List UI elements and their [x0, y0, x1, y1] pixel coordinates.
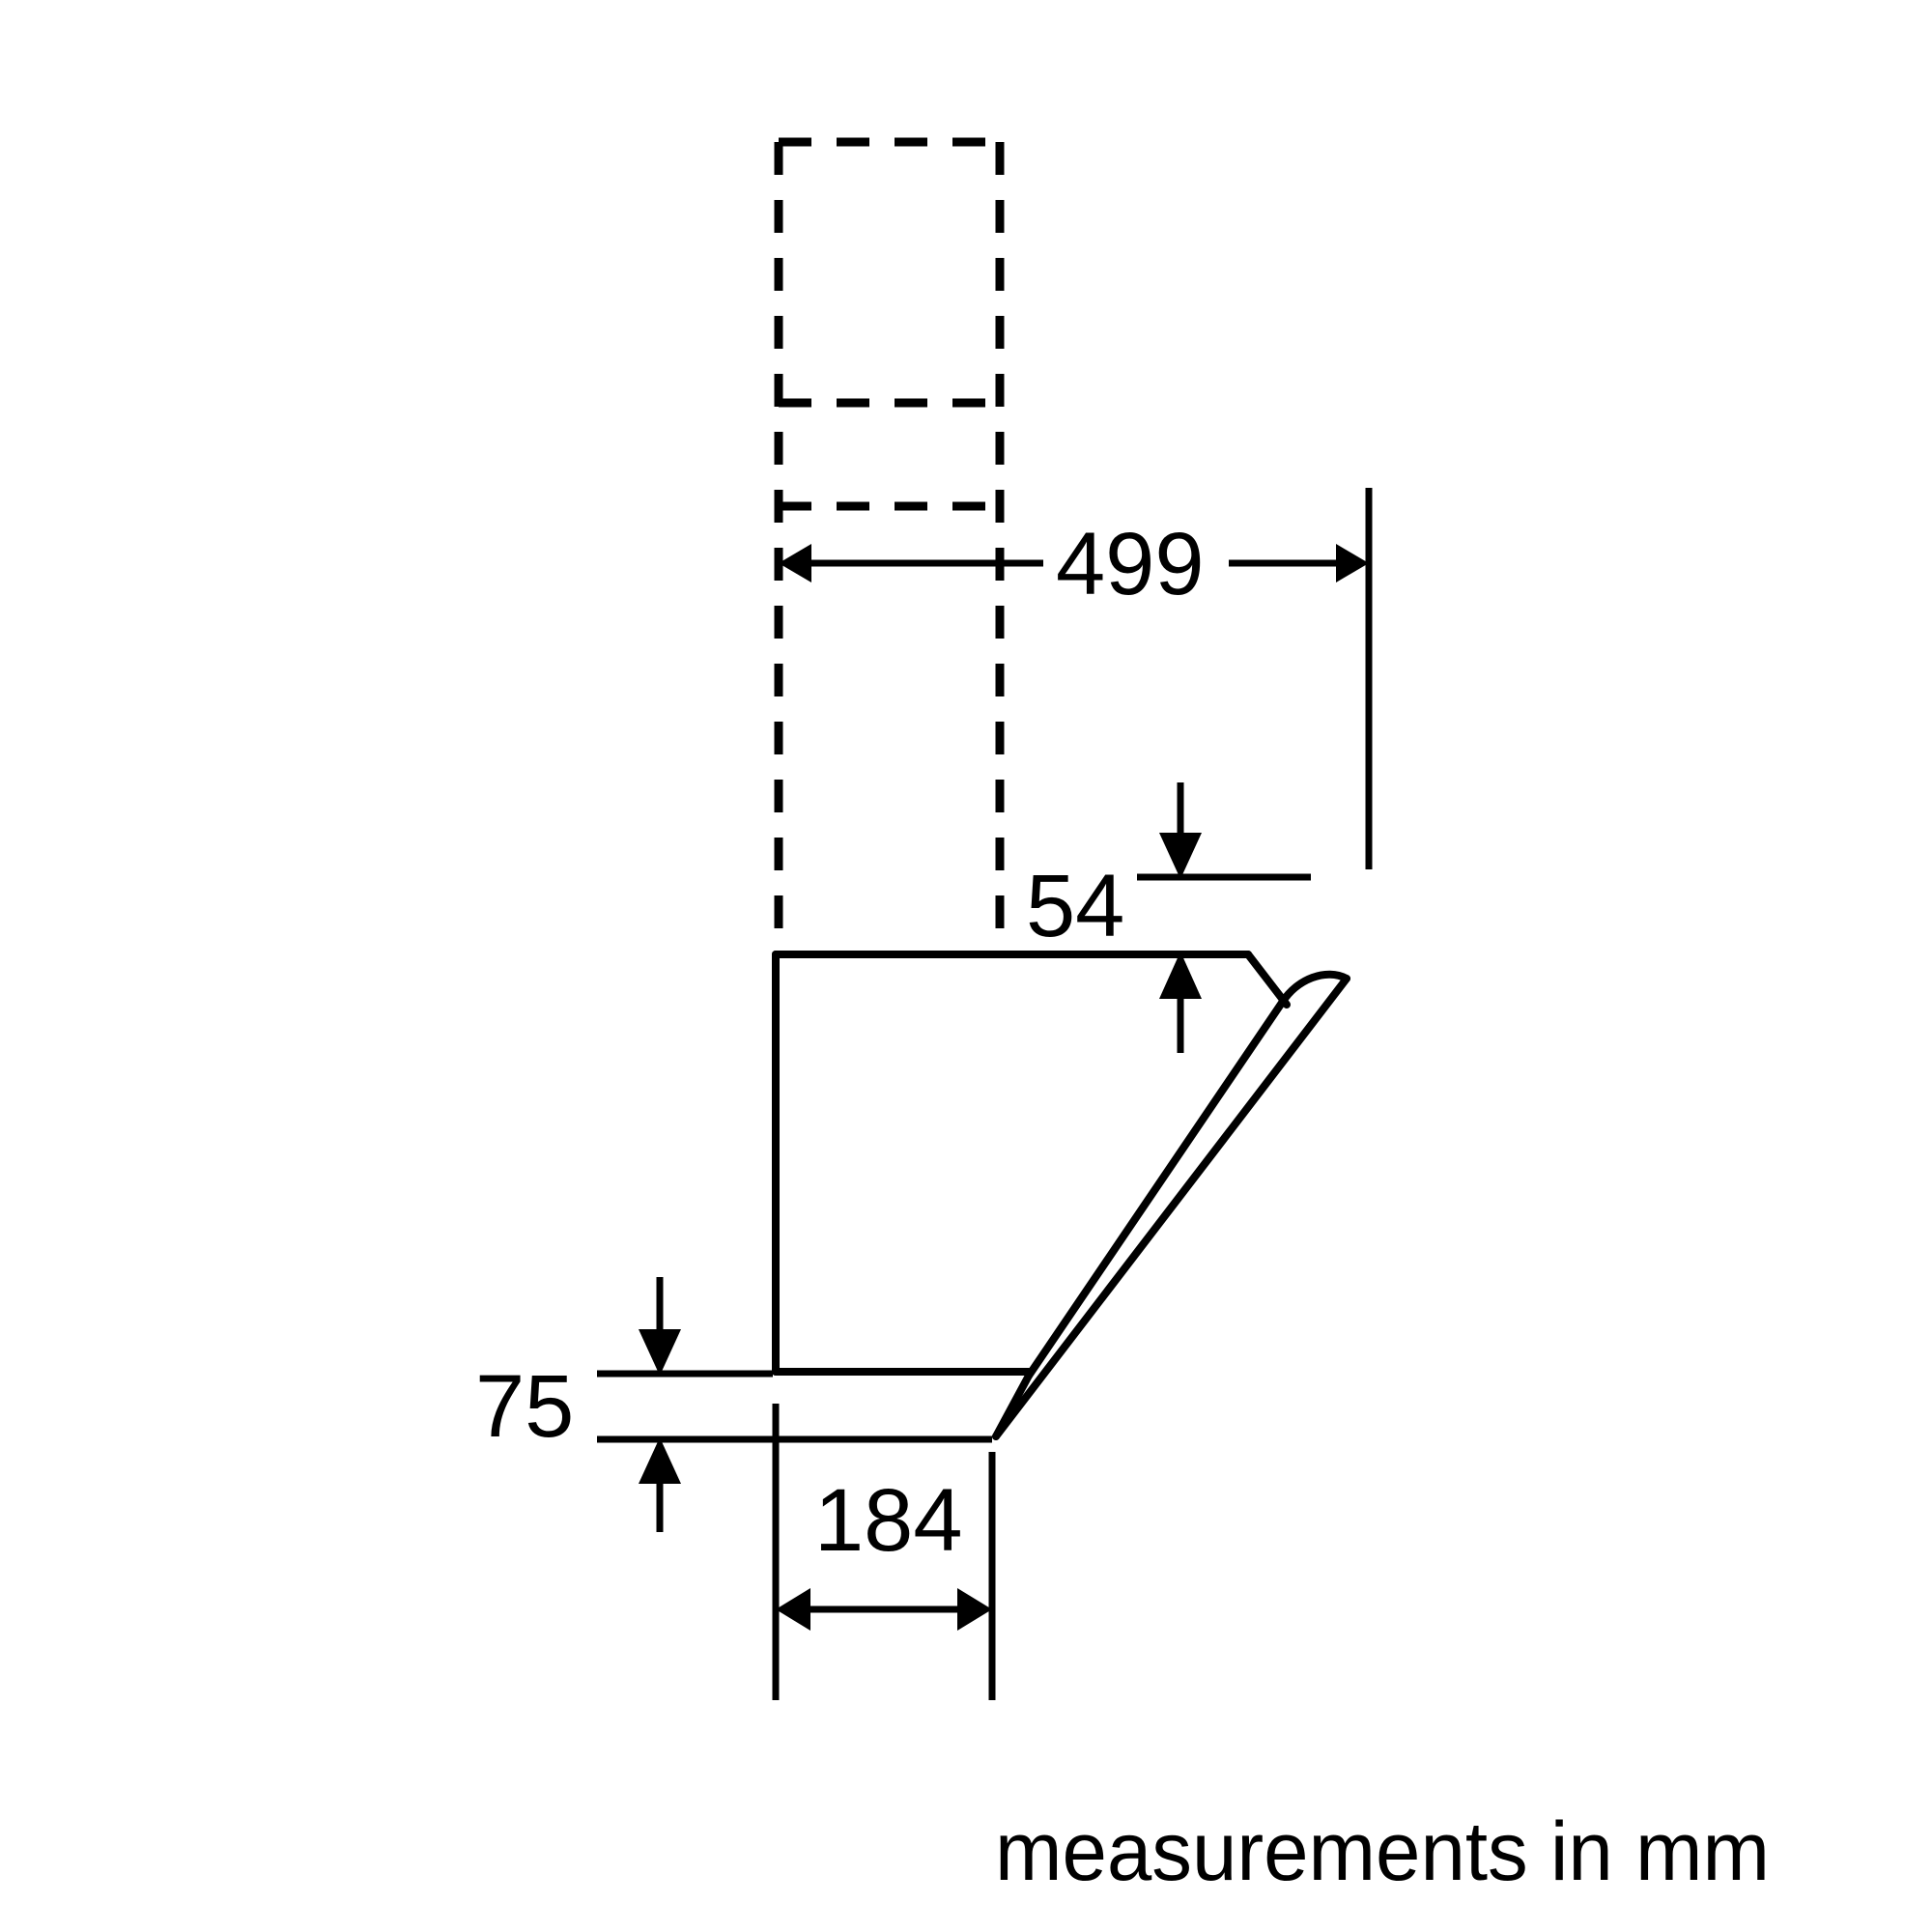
dimension-184-left-arrowhead [776, 1588, 810, 1631]
chimney-hidden-outline [774, 137, 1005, 956]
measurement-units-caption-text: measurements in mm [995, 1805, 1770, 1898]
measurement-units-caption: measurements in mm [995, 1810, 1922, 1897]
dimension-54-group: 54 [1026, 782, 1311, 1053]
dimension-75-group: 75 [475, 1277, 992, 1532]
dimension-184-right-arrowhead [957, 1588, 992, 1631]
glass-panel-outer-face [992, 975, 1350, 1440]
dimension-499-left-arrowhead [779, 544, 811, 582]
dimension-184-label: 184 [814, 1471, 963, 1570]
hood-body-outline [772, 951, 1291, 1376]
dimension-75-label: 75 [475, 1357, 574, 1456]
dimension-54-label: 54 [1026, 857, 1124, 955]
dimension-54-lower-arrowhead [1159, 952, 1202, 999]
dimension-499-group: 499 [779, 488, 1373, 869]
dimension-184-group: 184 [772, 1404, 996, 1700]
glass-panel-outline [992, 970, 1350, 1440]
hood-canopy-front-step [1244, 951, 1291, 1009]
glass-panel-bottom-edge [992, 1372, 1033, 1440]
dimension-75-lower-arrowhead [639, 1437, 681, 1484]
dimension-499-right-arrowhead [1336, 544, 1369, 582]
dimension-54-upper-arrowhead [1159, 833, 1202, 879]
dimension-75-upper-arrowhead [639, 1329, 681, 1376]
glass-panel-inner-face [1025, 970, 1350, 1379]
dimension-499-label: 499 [1056, 515, 1205, 613]
